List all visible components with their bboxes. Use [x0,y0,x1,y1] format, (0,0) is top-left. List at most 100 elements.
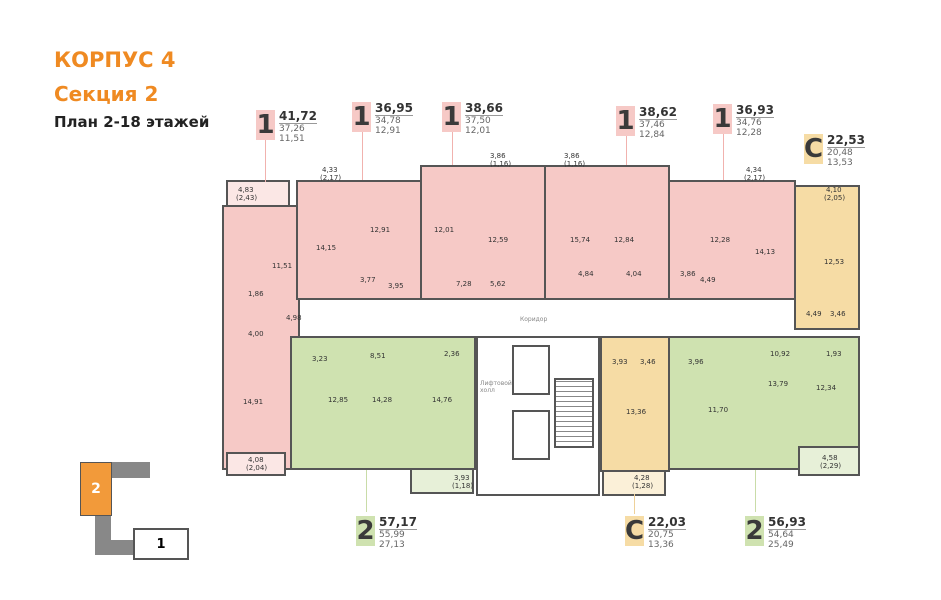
living-area: 34,76 [736,118,762,128]
room-area: 7,28 [456,280,472,288]
lift-hall-label: Лифтовой холл [480,380,512,394]
apartment-2a[interactable] [290,336,476,470]
room-area: 4,04 [626,270,642,278]
room-area: (2,17) [744,174,766,182]
balcony [410,468,474,494]
room-area: 12,34 [816,384,837,392]
room-area: 3,95 [388,282,404,290]
room-area: 15,74 [570,236,591,244]
living-area: 54,64 [768,530,794,540]
leader-line [634,494,635,514]
rooms-badge: 1 [442,102,461,132]
apartment-studio-top[interactable] [794,185,860,330]
leader-line [362,130,363,180]
minimap-wing [108,462,150,478]
leader-line [452,130,453,165]
total-area: 57,17 [379,515,417,530]
elevator [512,345,550,395]
room-area: 4,98 [286,314,302,322]
rooms-badge: 1 [713,104,732,134]
kitchen-area: 12,84 [639,130,665,140]
plan-title: План 2-18 этажей [54,113,210,131]
room-area: 3,77 [360,276,376,284]
total-area: 36,95 [375,101,413,116]
kitchen-area: 12,91 [375,126,401,136]
room-area: 4,49 [806,310,822,318]
room-area: 11,70 [708,406,729,414]
room-area: 4,10 [826,186,842,194]
room-area: 12,85 [328,396,349,404]
room-area: 3,93 [454,474,470,482]
kitchen-area: 12,01 [465,126,491,136]
living-area: 20,48 [827,148,853,158]
room-area: 4,49 [700,276,716,284]
room-area: 12,84 [614,236,635,244]
room-area: 3,96 [688,358,704,366]
room-area: 4,34 [746,166,762,174]
minimap-section-other[interactable]: 1 [133,528,189,560]
room-area: 14,91 [243,398,264,406]
balcony [226,452,286,476]
room-area: (1,16) [490,160,512,168]
room-area: 3,46 [830,310,846,318]
room-area: 2,36 [444,350,460,358]
leader-line [626,135,627,165]
apartment-1e[interactable] [668,180,796,300]
room-area: (1,16) [564,160,586,168]
balcony [798,446,860,476]
room-area: 4,33 [322,166,338,174]
room-area: 3,23 [312,355,328,363]
room-area: 13,79 [768,380,789,388]
room-area: 5,62 [490,280,506,288]
room-area: 12,59 [488,236,509,244]
room-area: 1,93 [826,350,842,358]
room-area: (2,04) [246,464,268,472]
room-area: 4,84 [578,270,594,278]
total-area: 22,03 [648,515,686,530]
elevator [512,410,550,460]
room-area: 4,00 [248,330,264,338]
living-area: 37,26 [279,124,305,134]
balcony [226,180,290,207]
room-area: 12,28 [710,236,731,244]
room-area: 4,28 [634,474,650,482]
room-area: 1,86 [248,290,264,298]
total-area: 56,93 [768,515,806,530]
room-area: 12,53 [824,258,845,266]
leader-line [265,140,266,182]
living-area: 55,99 [379,530,405,540]
rooms-badge: 1 [616,106,635,136]
apartment-1a[interactable] [222,205,300,470]
total-area: 36,93 [736,103,774,118]
living-area: 37,50 [465,116,491,126]
room-area: (2,29) [820,462,842,470]
apartment-studio-bottom[interactable] [600,336,670,472]
room-area: 14,13 [755,248,776,256]
rooms-badge: С [803,134,824,164]
living-area: 34,78 [375,116,401,126]
room-area: 3,86 [680,270,696,278]
living-area: 20,75 [648,530,674,540]
room-area: 12,91 [370,226,391,234]
minimap-section-current[interactable]: 2 [80,462,112,516]
room-area: (2,43) [236,194,258,202]
rooms-badge: 1 [352,102,371,132]
room-area: 4,58 [822,454,838,462]
total-area: 38,66 [465,101,503,116]
room-area: 3,46 [640,358,656,366]
room-area: 10,92 [770,350,791,358]
kitchen-area: 12,28 [736,128,762,138]
living-area: 37,46 [639,120,665,130]
room-area: 14,15 [316,244,337,252]
apartment-1c[interactable] [420,165,546,300]
apartment-1d[interactable] [544,165,670,300]
